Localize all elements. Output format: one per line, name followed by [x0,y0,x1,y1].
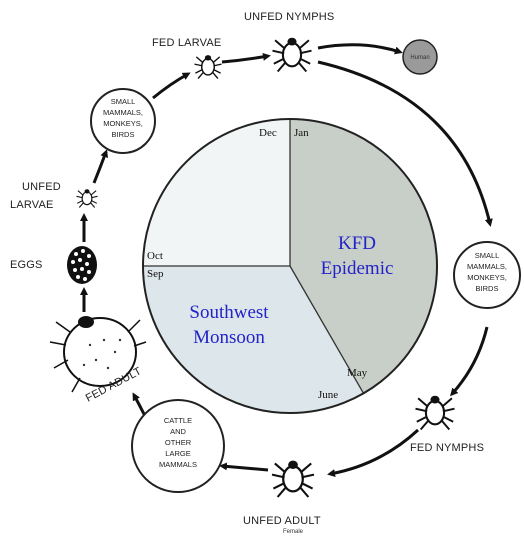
fed-nymph-tick-icon [416,396,455,430]
host-large-line5: MAMMALS [159,460,197,469]
label-unfed-adult: UNFED ADULT [243,515,321,527]
month-june: June [318,389,338,401]
month-sep: Sep [147,268,164,280]
label-unfed-larvae-line1: UNFED [22,181,61,193]
arrow-to-large-mammals [222,466,268,470]
host-circle-top: SMALL MAMMALS, MONKEYS, BIRDS [91,89,155,153]
host-large-line2: AND [170,427,186,436]
month-may: May [347,367,368,379]
host-right-line2: MAMMALS, [467,262,507,271]
arrow-to-unfed-adult [330,430,418,474]
host-large-line3: OTHER [165,438,192,447]
winter-sector [143,119,290,266]
label-eggs: EGGS [10,259,43,271]
host-large-line1: CATTLE [164,416,192,425]
host-top-line2: MAMMALS, [103,108,143,117]
host-top-line3: MONKEYS, [103,119,143,128]
month-dec: Dec [259,127,277,139]
month-oct: Oct [147,250,163,262]
host-top-line1: SMALL [111,97,136,106]
label-unfed-adult-sub: Female [283,529,304,535]
arrow-to-top-hosts [94,152,106,183]
season-wheel: Dec Jan Oct Sep May June KFD Epidemic So… [143,119,437,413]
label-fed-nymphs: FED NYMPHS [410,442,484,454]
fed-larva-tick-icon [195,55,222,78]
label-fed-larvae: FED LARVAE [152,37,221,49]
monsoon-label-line2: Monsoon [193,327,265,348]
host-right-line1: SMALL [475,251,500,260]
arrow-to-fed-nymphs [452,327,487,394]
monsoon-label-line1: Southwest [189,302,269,323]
arrow-fed-larvae-to-unfed-nymphs [222,56,268,62]
label-unfed-larvae-line2: LARVAE [10,199,54,211]
host-large-line4: LARGE [165,449,190,458]
kfd-label-line1: KFD [338,233,376,254]
unfed-larva-tick-icon [77,189,98,207]
host-circle-large-mammals: CATTLE AND OTHER LARGE MAMMALS [132,400,224,492]
human-label: Human [410,55,429,61]
unfed-nymph-tick-icon [273,38,312,72]
kfd-label-line2: Epidemic [321,258,394,279]
host-top-line4: BIRDS [112,130,135,139]
label-unfed-nymphs: UNFED NYMPHS [244,11,334,23]
month-jan: Jan [294,127,309,139]
arrow-to-fed-larvae [153,74,188,98]
arrow-to-human [318,45,400,52]
host-right-line4: BIRDS [476,284,499,293]
unfed-adult-tick-icon [272,461,314,497]
host-circle-right: SMALL MAMMALS, MONKEYS, BIRDS [454,242,520,308]
eggs-cluster-icon [67,246,97,284]
host-right-line3: MONKEYS, [467,273,507,282]
